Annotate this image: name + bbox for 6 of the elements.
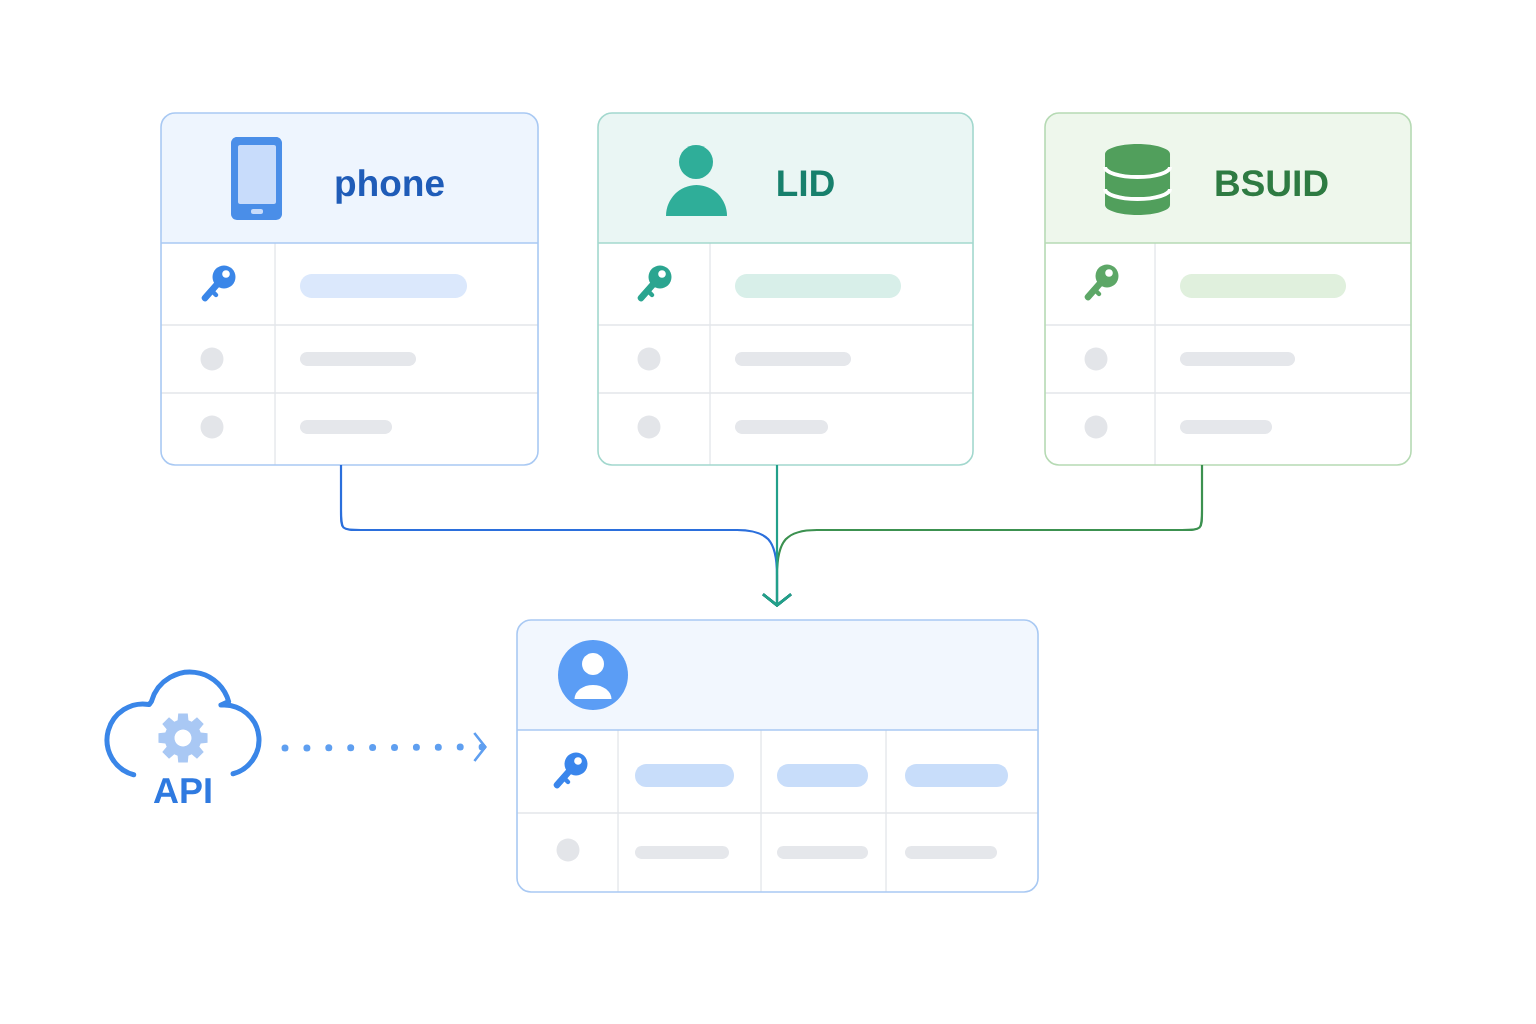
arrow [762,465,792,607]
table-card: BSUID [1044,112,1412,466]
arrow [281,732,488,762]
table-card: LID [597,112,974,466]
icon-label: API [153,778,211,803]
table-card: phone [160,112,539,466]
